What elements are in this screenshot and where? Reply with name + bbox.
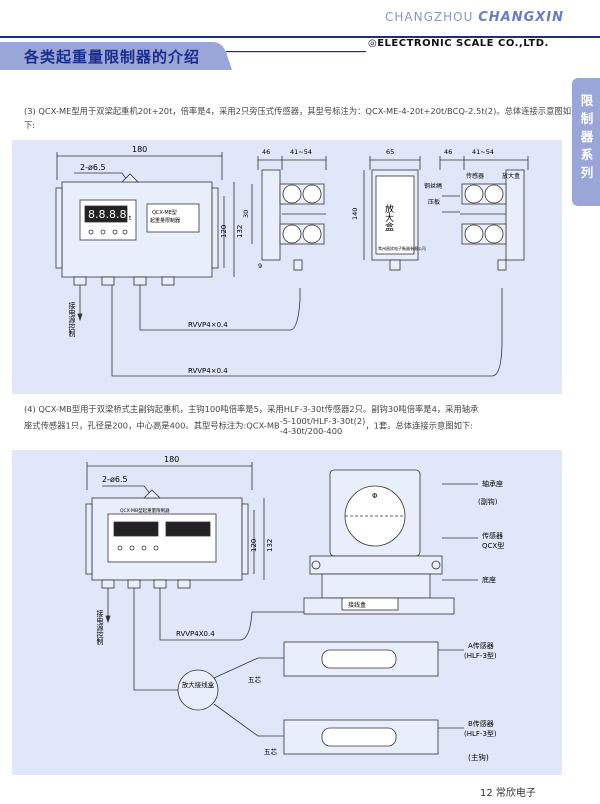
dim-132: 132 xyxy=(236,225,244,238)
cable-label-2: RVVP4×0.4 xyxy=(188,367,228,375)
label-main-hook: (主钩) xyxy=(468,752,489,762)
section-4-text-line2: 座式传感器1只，孔径是200，中心高是400。其型号标注为:QCX-MB-5-1… xyxy=(24,416,473,436)
company-name: ◎ELECTRONIC SCALE CO.,LTD. xyxy=(368,38,549,49)
dim-132-2: 132 xyxy=(266,539,274,552)
controller-label-2: 起重量限制器 xyxy=(150,217,180,224)
dim-holes-2: 2-ø6.5 xyxy=(102,475,128,484)
dim-140: 140 xyxy=(351,208,359,220)
controller-label-mb: QCX-MB型起重量限制器 xyxy=(120,507,170,514)
page-footer: 12 常欣电子 xyxy=(480,788,536,799)
title-band xyxy=(0,36,600,70)
section-title: 各类起重量限制器的介绍 xyxy=(24,48,201,66)
dim-46-right: 46 xyxy=(444,148,452,156)
section-3-text: (3) QCX-ME型用于双梁起重机20t+20t，倍率是4，采用2只旁压式传感… xyxy=(24,106,572,130)
diagram-1-svg: 180 2-ø6.5 120 132 8.8.8.8 t QCX-ME型 起重量… xyxy=(55,145,529,377)
label-sensor-qcx-2: QCX型 xyxy=(482,541,504,550)
diagram-2-svg: 180 2-ø6.5 120 132 QCX-MB型起重量限制器 接电源控制 R… xyxy=(85,455,504,762)
label-sensor-a-1: A传感器 xyxy=(468,641,494,650)
power-label: 接电源控制 xyxy=(68,301,76,338)
cable-label-1: RVVP4×0.4 xyxy=(188,321,228,329)
dim-180-2: 180 xyxy=(164,455,179,464)
label-sensor-qcx-1: 传感器 xyxy=(482,531,503,540)
dim-65: 65 xyxy=(386,148,394,156)
dim-120-2: 120 xyxy=(250,539,258,552)
label-aux-hook: (副钩) xyxy=(478,497,498,506)
label-bearing: 轴承座 xyxy=(482,479,503,488)
wire-label-b: 五芯 xyxy=(264,747,278,756)
label-base: 底座 xyxy=(482,575,496,584)
dim-41-54-left: 41~54 xyxy=(290,148,312,156)
wire-label-a: 五芯 xyxy=(248,675,262,684)
label-sensor-b-1: B传感器 xyxy=(468,719,494,728)
label-terminal-box: 接线盒 xyxy=(348,601,366,609)
dim-120: 120 xyxy=(220,225,228,238)
brand-name: CHANGZHOU CHANGXIN xyxy=(385,10,564,25)
dim-41-54-right: 41~54 xyxy=(472,148,494,156)
section-4-text-line1: (4) QCX-MB型用于双梁桥式主副钩起重机，主钩100吨倍率是5，采用HLF… xyxy=(24,404,479,414)
display-digits: 8.8.8.8 xyxy=(88,208,126,221)
label-sensor: 传感器 xyxy=(466,172,484,180)
label-rope: 钢丝绳 xyxy=(424,182,442,190)
dim-46-left: 46 xyxy=(262,148,270,156)
power-label-2: 接电源控制 xyxy=(96,609,104,646)
side-tab-label: 限制器系列 xyxy=(580,93,594,180)
dim-180: 180 xyxy=(132,145,147,154)
dim-30: 30 xyxy=(242,210,250,218)
label-amp: 放大盒 xyxy=(502,172,520,180)
dim-phi: Φ xyxy=(372,492,378,500)
amp-caption: 常州昌欣电子衡器有限公司 xyxy=(378,245,426,251)
controller-label-1: QCX-ME型 xyxy=(152,209,177,216)
model-sub: -4-30t/200-400 xyxy=(279,426,343,436)
diagram-panel-1: 180 2-ø6.5 120 132 8.8.8.8 t QCX-ME型 起重量… xyxy=(12,140,562,394)
label-sensor-b-2: (HLF-3型) xyxy=(464,729,497,738)
label-sensor-a-2: (HLF-3型) xyxy=(464,651,497,660)
dim-9: 9 xyxy=(258,262,262,270)
dim-holes: 2-ø6.5 xyxy=(80,163,106,172)
cable-label-3: RVVP4X0.4 xyxy=(176,630,215,638)
label-plate: 压板 xyxy=(428,198,440,206)
junction-box-label: 放大接线盒 xyxy=(182,680,215,689)
model-sup: -5-100t/HLF-3-30t(2) xyxy=(279,416,366,426)
display-unit: t xyxy=(129,215,132,222)
amp-title: 放大盒 xyxy=(383,203,394,231)
side-tab xyxy=(572,78,600,206)
diagram-panel-2: 180 2-ø6.5 120 132 QCX-MB型起重量限制器 接电源控制 R… xyxy=(12,450,562,775)
